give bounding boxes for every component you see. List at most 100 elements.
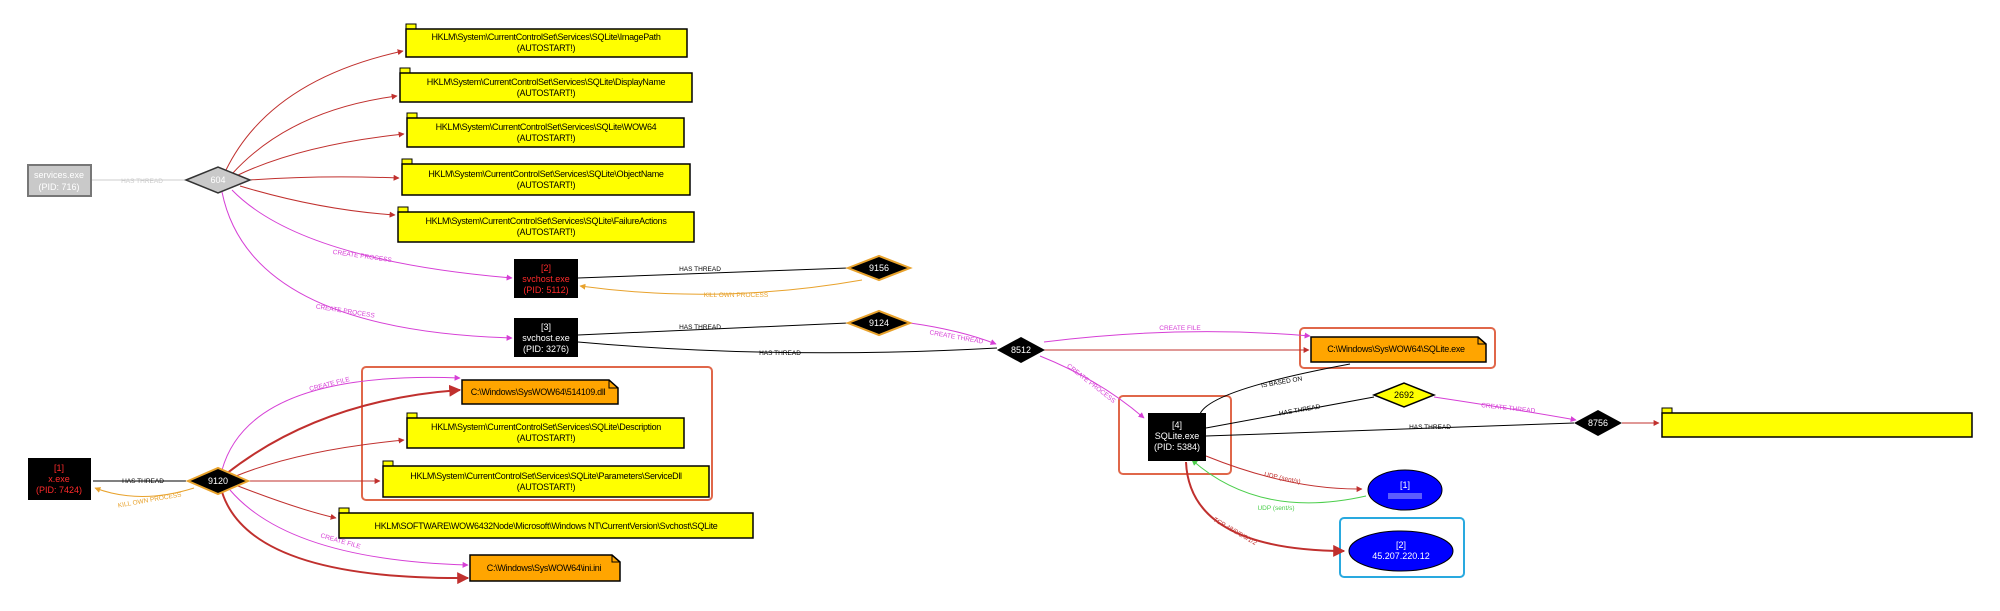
svg-text:HKLM\System\CurrentControlSet\: HKLM\System\CurrentControlSet\Services\S… (431, 32, 660, 42)
edge-9120-dll-create (221, 374, 461, 471)
svg-text:[2]: [2] (541, 263, 551, 273)
edge-604-objectname (249, 174, 400, 181)
svg-text:(PID: 5384): (PID: 5384) (1154, 442, 1200, 452)
svg-text:svchost.exe: svchost.exe (522, 274, 570, 284)
thread-node-9156[interactable]: 9156 (845, 254, 913, 282)
edge-svchost3-9124 (577, 322, 849, 336)
thread-node-9120[interactable]: 9120 (185, 466, 251, 496)
edge-sqlite-based-on (1199, 363, 1351, 415)
svg-text:9124: 9124 (869, 318, 889, 328)
svg-text:C:\Windows\SysWOW64\ini.ini: C:\Windows\SysWOW64\ini.ini (487, 563, 602, 573)
svg-text:45.207.220.12: 45.207.220.12 (1372, 551, 1430, 561)
edge-604-svchost2 (231, 189, 513, 281)
edge-sqlite-8756 (1205, 422, 1575, 437)
edge-label-create-process-1: CREATE PROCESS (332, 249, 393, 264)
edge-604-failureactions (239, 185, 396, 218)
edge-label-9124: HAS THREAD (679, 324, 721, 331)
svg-text:HKLM\System\CurrentControlSet\: HKLM\System\CurrentControlSet\Services\S… (431, 422, 661, 432)
svg-text:HKLM\System\CurrentControlSet\: HKLM\System\CurrentControlSet\Services\S… (436, 122, 657, 132)
registry-node-imagepath[interactable]: HKLM\System\CurrentControlSet\Services\S… (405, 23, 688, 58)
registry-node-description[interactable]: HKLM\System\CurrentControlSet\Services\S… (406, 412, 685, 449)
edge-label-create-file-1: CREATE FILE (1159, 325, 1201, 332)
edge-9120-dll (225, 384, 462, 475)
edge-label-kill-2: KILL OWN PROCESS (117, 491, 182, 509)
thread-node-8756[interactable]: 8756 (1574, 410, 1622, 436)
svg-text:C:\Windows\SysWOW64\514109.dll: C:\Windows\SysWOW64\514109.dll (471, 387, 606, 397)
edge-9124-8512 (909, 322, 997, 345)
edge-svchost2-9156 (577, 267, 849, 279)
edge-604-svchost3 (221, 191, 513, 341)
svg-text:8756: 8756 (1588, 418, 1608, 428)
edge-net1-sqlite (1191, 459, 1367, 504)
process-node-xexe[interactable]: [1] x.exe (PID: 7424) (28, 458, 91, 500)
registry-node-devenum[interactable] (1661, 407, 1973, 438)
svg-text:604: 604 (210, 175, 225, 185)
svg-text:[2]: [2] (1396, 540, 1406, 550)
edge-9120-svchostkey (237, 485, 337, 520)
svg-text:(AUTOSTART!): (AUTOSTART!) (517, 88, 576, 98)
edge-sqlite-net1 (1205, 455, 1363, 493)
edge-9120-description (235, 437, 405, 477)
svg-text:2692: 2692 (1394, 390, 1414, 400)
edge-label-create-process-3: CREATE PROCESS (1065, 363, 1117, 406)
svg-text:services.exe: services.exe (34, 170, 84, 180)
svg-text:HKLM\SOFTWARE\WOW6432Node\Micr: HKLM\SOFTWARE\WOW6432Node\Microsoft\Wind… (375, 521, 718, 531)
network-node-1[interactable]: [1] (1367, 469, 1443, 511)
svg-text:[1]: [1] (54, 463, 64, 473)
process-node-sqlite[interactable]: [4] SQLite.exe (PID: 5384) (1148, 413, 1206, 461)
edge-label-create-process-2: CREATE PROCESS (315, 303, 375, 319)
edge-label-kill-1: KILL OWN PROCESS (704, 292, 769, 299)
file-node-ini[interactable]: C:\Windows\SysWOW64\ini.ini (469, 554, 621, 582)
file-node-sqlite-exe[interactable]: C:\Windows\SysWOW64\SQLite.exe (1310, 336, 1487, 363)
edge-9120-ini (221, 491, 470, 585)
edge-9120-ini-create (229, 489, 469, 568)
process-node-services[interactable]: services.exe (PID: 716) (27, 164, 92, 197)
edge-sqlite-net2 (1185, 461, 1346, 557)
edge-8512-sqlite-proc (1039, 355, 1145, 419)
svg-text:HKLM\System\CurrentControlSet\: HKLM\System\CurrentControlSet\Services\S… (410, 471, 682, 481)
registry-node-objectname[interactable]: HKLM\System\CurrentControlSet\Services\S… (401, 158, 691, 196)
svg-text:svchost.exe: svchost.exe (522, 333, 570, 343)
edge-2692-8756 (1433, 396, 1577, 423)
edge-604-wow64 (235, 131, 405, 177)
redacted-address-bar (1388, 493, 1422, 499)
process-node-svchost-2[interactable]: [2] svchost.exe (PID: 5112) (514, 259, 578, 298)
edge-label-2692: HAS THREAD (1279, 403, 1322, 417)
thread-node-2692[interactable]: 2692 (1371, 382, 1437, 408)
svg-text:HKLM\System\CurrentControlSet\: HKLM\System\CurrentControlSet\Services\S… (427, 77, 666, 87)
svg-text:(AUTOSTART!): (AUTOSTART!) (517, 180, 576, 190)
group-box-sqlite-exe (1299, 327, 1496, 369)
svg-text:(PID: 716): (PID: 716) (38, 182, 79, 192)
network-node-2[interactable]: [2] 45.207.220.12 (1348, 530, 1454, 572)
thread-node-604[interactable]: 604 (184, 166, 252, 194)
thread-node-9124[interactable]: 9124 (845, 309, 913, 337)
edge-label-8512: HAS THREAD (759, 350, 801, 357)
process-node-svchost-3[interactable]: [3] svchost.exe (PID: 3276) (514, 318, 578, 357)
edge-label-based-on: IS BASED ON (1261, 375, 1303, 389)
edge-label-8756: HAS THREAD (1409, 424, 1451, 431)
edge-label-udp-sent: UDP (sent/s) (1263, 471, 1301, 486)
svg-text:8512: 8512 (1011, 345, 1031, 355)
svg-text:[4]: [4] (1172, 420, 1182, 430)
svg-text:9120: 9120 (208, 476, 228, 486)
svg-text:(PID: 3276): (PID: 3276) (523, 344, 569, 354)
svg-text:(AUTOSTART!): (AUTOSTART!) (517, 482, 576, 492)
edge-label-9156: HAS THREAD (679, 266, 721, 273)
svg-text:(PID: 7424): (PID: 7424) (36, 485, 82, 495)
group-box-left (361, 366, 713, 501)
edge-8512-sqlite-file-create (1043, 331, 1311, 343)
svg-text:9156: 9156 (869, 263, 889, 273)
svg-text:x.exe: x.exe (48, 474, 70, 484)
svg-text:C:\Windows\SysWOW64\SQLite.exe: C:\Windows\SysWOW64\SQLite.exe (1327, 344, 1465, 354)
registry-node-displayname[interactable]: HKLM\System\CurrentControlSet\Services\S… (399, 67, 693, 103)
svg-text:(AUTOSTART!): (AUTOSTART!) (517, 43, 576, 53)
thread-node-8512[interactable]: 8512 (997, 337, 1045, 363)
registry-node-failureactions[interactable]: HKLM\System\CurrentControlSet\Services\S… (397, 206, 695, 243)
registry-node-wow64[interactable]: HKLM\System\CurrentControlSet\Services\S… (406, 112, 685, 148)
file-node-dll[interactable]: C:\Windows\SysWOW64\514109.dll (461, 379, 619, 405)
edge-label-9120: HAS THREAD (122, 478, 164, 485)
registry-node-servicedll[interactable]: HKLM\System\CurrentControlSet\Services\S… (382, 460, 710, 498)
registry-node-svchost-sqlite[interactable]: HKLM\SOFTWARE\WOW6432Node\Microsoft\Wind… (338, 507, 754, 539)
edge-604-imagepath (225, 49, 404, 171)
svg-text:HKLM\System\CurrentControlSet\: HKLM\System\CurrentControlSet\Services\S… (425, 216, 667, 226)
